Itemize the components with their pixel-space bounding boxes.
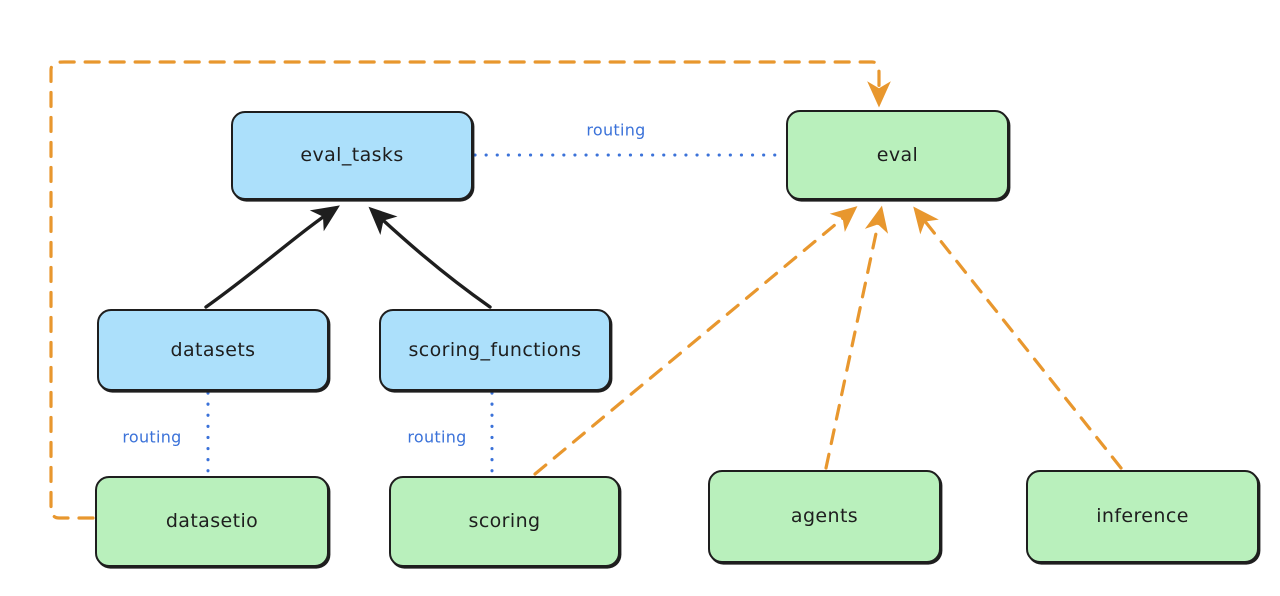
node-datasetio-label: datasetio <box>165 510 259 533</box>
node-eval-label: eval <box>876 143 919 166</box>
edge-datasets-to-eval-tasks <box>204 205 340 309</box>
edge-scoring-to-eval <box>533 206 858 476</box>
node-inference[interactable]: inference <box>1026 470 1259 563</box>
node-datasets[interactable]: datasets <box>97 309 329 391</box>
node-eval-tasks[interactable]: eval_tasks <box>231 111 473 200</box>
node-scoring-label: scoring <box>468 510 541 533</box>
node-scoring-functions[interactable]: scoring_functions <box>379 309 611 391</box>
edge-inference-to-eval <box>913 206 1123 470</box>
node-agents[interactable]: agents <box>708 470 941 563</box>
edge-label-routing-datasets-datasetio: routing <box>122 427 182 447</box>
edge-agents-to-eval <box>824 205 889 470</box>
node-agents-label: agents <box>790 505 859 528</box>
node-datasetio[interactable]: datasetio <box>95 476 329 567</box>
edge-scoring-functions-to-eval-tasks <box>368 206 492 309</box>
node-datasets-label: datasets <box>170 338 256 361</box>
edge-label-routing-scoring-functions-scoring: routing <box>407 427 467 447</box>
edge-label-routing-eval-tasks-eval: routing <box>586 120 646 140</box>
node-eval-tasks-label: eval_tasks <box>300 144 404 167</box>
node-scoring[interactable]: scoring <box>389 476 620 567</box>
node-inference-label: inference <box>1096 505 1189 528</box>
node-eval[interactable]: eval <box>786 110 1009 200</box>
node-scoring-functions-label: scoring_functions <box>408 338 582 361</box>
